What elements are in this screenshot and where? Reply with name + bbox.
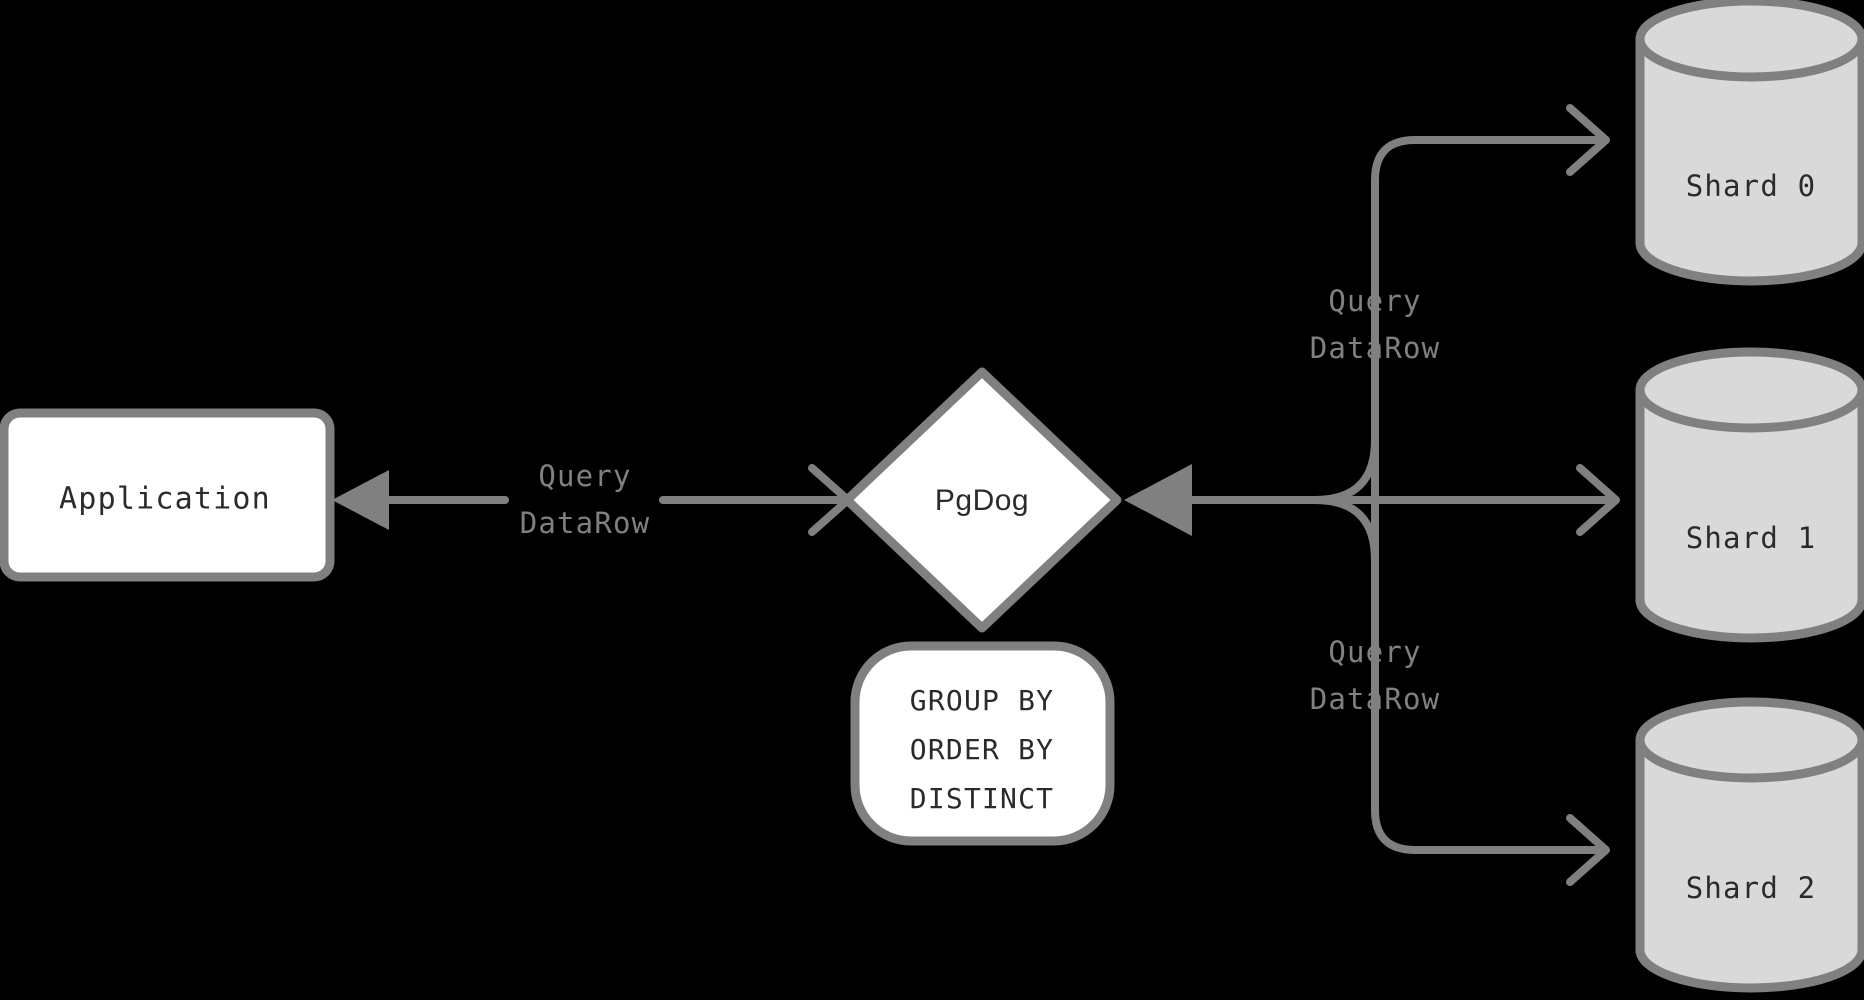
shard2-top-ellipse	[1635, 697, 1864, 783]
operations-line-order-by: ORDER BY	[910, 733, 1054, 766]
edge-pgdog-to-application: Query DataRow	[332, 459, 651, 540]
edge-label-shard0-line2: DataRow	[1310, 331, 1441, 365]
shard1-top-ellipse	[1635, 347, 1864, 433]
node-shard1[interactable]: Shard 1	[1635, 347, 1864, 643]
operations-line-distinct: DISTINCT	[910, 782, 1054, 815]
shard0-top-ellipse	[1635, 0, 1864, 82]
shard1-body[interactable]	[1635, 385, 1864, 643]
edge-pgdog-to-shard1	[1371, 464, 1620, 536]
edge-pgdog-to-shard0-path	[1371, 136, 1604, 504]
solid-arrowhead-left-application	[332, 470, 389, 530]
chevron-arrowhead-right-shard0	[1566, 104, 1610, 176]
chevron-arrowhead-right-shard2	[1566, 814, 1610, 886]
edge-pgdog-to-shard2: Query DataRow	[1310, 496, 1610, 886]
node-pgdog[interactable]: PgDog	[842, 367, 1122, 633]
node-application[interactable]: Application	[0, 408, 335, 582]
spine-junction-fillets	[1311, 436, 1379, 564]
shard0-body[interactable]	[1635, 34, 1864, 286]
shard0-label: Shard 0	[1686, 169, 1817, 203]
edge-label-pgdog-to-application-line1: Query	[538, 459, 631, 493]
node-operations[interactable]: GROUP BY ORDER BY DISTINCT	[850, 641, 1115, 846]
pgdog-diamond[interactable]	[842, 367, 1122, 633]
junction-fillet-upper	[1311, 436, 1379, 504]
edge-pgdog-to-shard2-path	[1371, 496, 1604, 854]
edge-label-shard2-line1: Query	[1328, 635, 1421, 669]
application-label: Application	[59, 482, 271, 517]
application-box[interactable]	[0, 408, 335, 582]
edge-label-shard0-line1: Query	[1328, 284, 1421, 318]
node-shard2[interactable]: Shard 2	[1635, 697, 1864, 993]
pgdog-label: PgDog	[935, 484, 1029, 517]
shard2-body[interactable]	[1635, 735, 1864, 993]
edge-pgdog-to-shard0: Query DataRow	[1310, 104, 1610, 504]
shard2-label: Shard 2	[1686, 871, 1817, 905]
node-shard0[interactable]: Shard 0	[1635, 0, 1864, 286]
edge-application-to-pgdog	[659, 464, 852, 536]
edge-label-shard2-line2: DataRow	[1310, 682, 1441, 716]
shard1-label: Shard 1	[1686, 521, 1817, 555]
edge-label-pgdog-to-application-line2: DataRow	[520, 506, 651, 540]
solid-arrowhead-left-pgdog	[1124, 464, 1192, 536]
chevron-arrowhead-right-shard1	[1576, 464, 1620, 536]
operations-box[interactable]	[850, 641, 1115, 846]
junction-fillet-lower	[1311, 496, 1379, 564]
operations-line-group-by: GROUP BY	[910, 684, 1054, 717]
